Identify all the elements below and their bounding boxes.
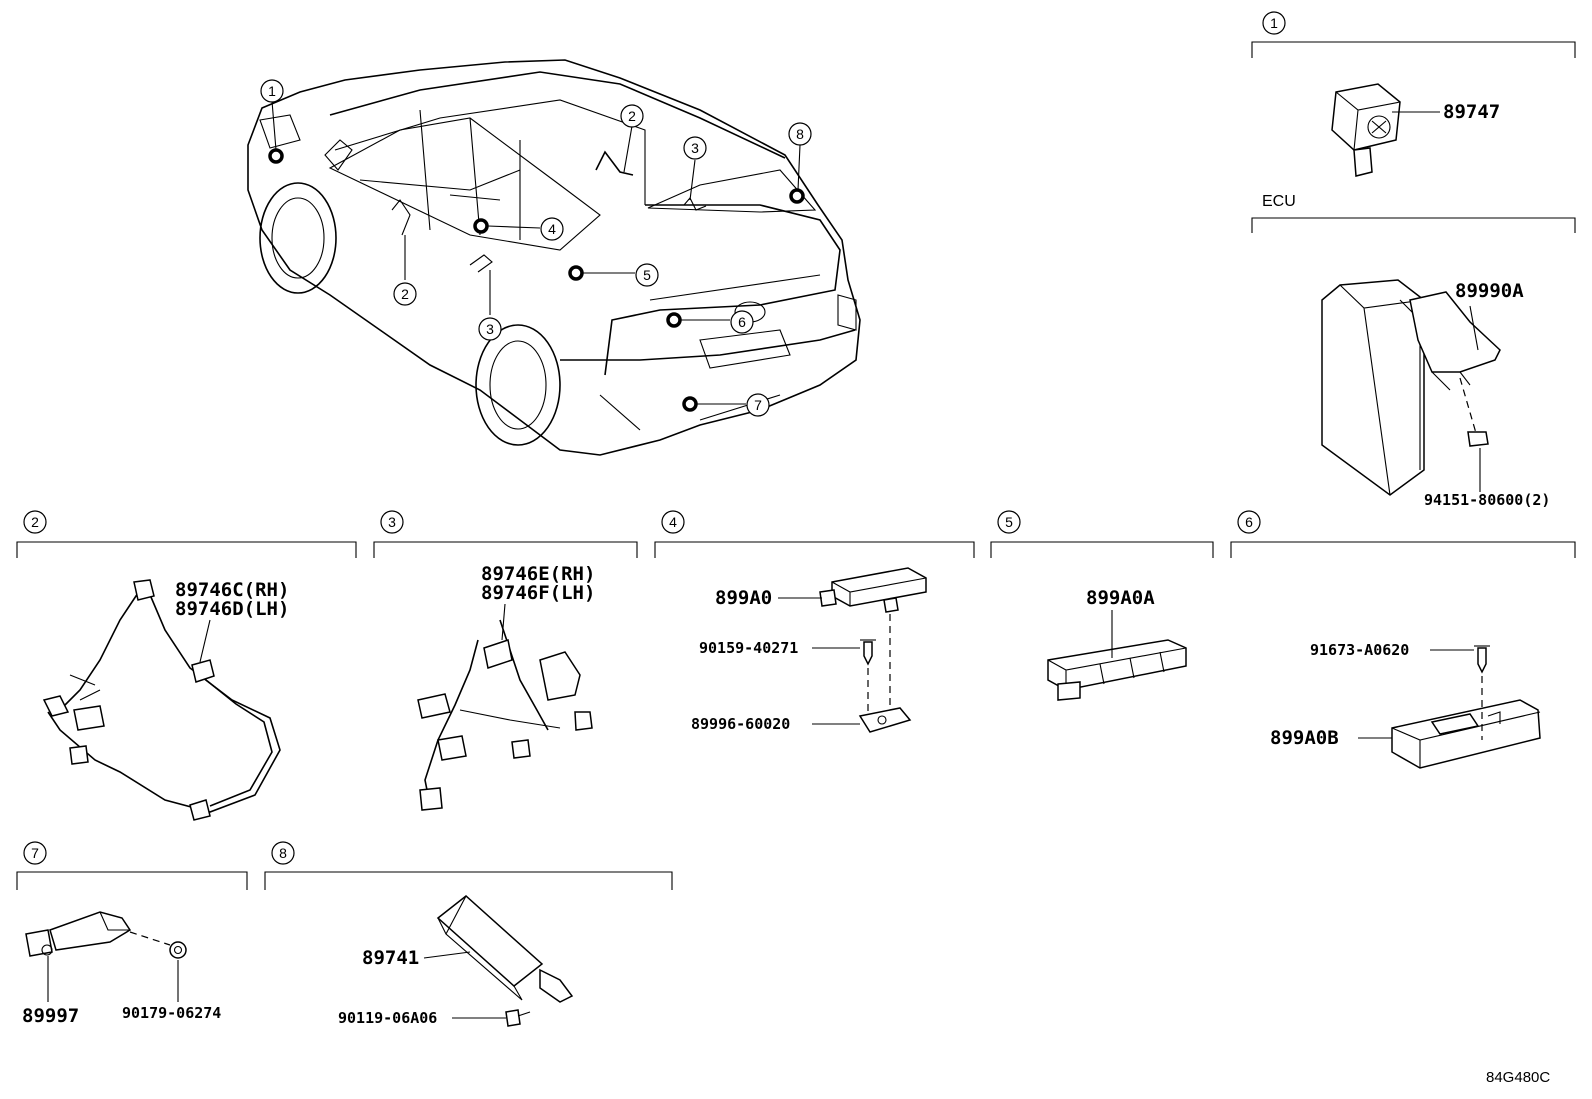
section-header-7: 7	[23, 841, 47, 865]
part-label-899A0: 899A0	[715, 587, 772, 609]
section-header-8: 8	[271, 841, 295, 865]
part-label-89746E: 89746E(RH)	[481, 563, 595, 585]
section-header-4: 4	[661, 510, 685, 534]
vehicle-callout-5: 5	[635, 263, 659, 287]
section-header-3: 3	[380, 510, 404, 534]
marker-8-dot	[789, 188, 805, 204]
svg-text:5: 5	[1005, 514, 1013, 530]
svg-text:2: 2	[31, 514, 39, 530]
vehicle-callout-6: 6	[730, 310, 754, 334]
svg-text:1: 1	[1270, 15, 1278, 31]
svg-text:2: 2	[401, 286, 409, 302]
svg-text:6: 6	[1245, 514, 1253, 530]
svg-text:3: 3	[486, 321, 494, 337]
svg-text:6: 6	[738, 314, 746, 330]
part-label-89746D: 89746D(LH)	[175, 598, 289, 620]
vehicle-markers	[268, 148, 805, 412]
part-89746E-F-drawing	[417, 619, 593, 811]
part-89990A-ecu-drawing	[1321, 279, 1501, 496]
svg-text:4: 4	[669, 514, 677, 530]
drawing-code: 84G480C	[1486, 1069, 1550, 1086]
section-header-1: 1	[1262, 11, 1286, 35]
svg-text:5: 5	[643, 267, 651, 283]
svg-text:8: 8	[796, 126, 804, 142]
marker-5-dot	[568, 265, 584, 281]
section-header-6: 6	[1237, 510, 1261, 534]
part-89746C-D-drawing	[42, 579, 281, 821]
section-header-2: 2	[23, 510, 47, 534]
part-label-90179-06274: 90179-06274	[122, 1004, 221, 1022]
part-label-90119-06A06: 90119-06A06	[338, 1009, 437, 1027]
svg-text:1: 1	[268, 83, 276, 99]
part-label-89990A: 89990A	[1455, 280, 1524, 302]
marker-6-dot	[666, 312, 682, 328]
svg-text:8: 8	[279, 845, 287, 861]
vehicle-callout-7: 7	[746, 393, 770, 417]
marker-4-dot	[473, 218, 489, 234]
part-label-89741: 89741	[362, 947, 419, 969]
svg-text:7: 7	[31, 845, 39, 861]
part-label-89747: 89747	[1443, 101, 1500, 123]
vehicle-callout-2-roof: 2	[620, 104, 644, 128]
part-label-899A0A: 899A0A	[1086, 587, 1155, 609]
svg-text:3: 3	[388, 514, 396, 530]
part-label-899A0B: 899A0B	[1270, 727, 1339, 749]
part-89997-drawing	[25, 911, 187, 1002]
vehicle-callout-4: 4	[540, 217, 564, 241]
vehicle-callout-8: 8	[788, 122, 812, 146]
part-label-91673-A0620: 91673-A0620	[1310, 641, 1409, 659]
part-label-94151-80600: 94151-80600(2)	[1424, 491, 1550, 509]
svg-text:4: 4	[548, 221, 556, 237]
part-89741-drawing	[423, 895, 574, 1027]
marker-1-dot	[268, 148, 284, 164]
part-label-89746F: 89746F(LH)	[481, 582, 595, 604]
part-899A0A-drawing	[1047, 610, 1187, 701]
part-label-89996-60020: 89996-60020	[691, 715, 790, 733]
vehicle-callout-2-door: 2	[393, 282, 417, 306]
svg-text:3: 3	[691, 140, 699, 156]
part-label-90159-40271: 90159-40271	[699, 639, 798, 657]
part-label-89746C: 89746C(RH)	[175, 579, 289, 601]
svg-text:7: 7	[754, 397, 762, 413]
svg-text:2: 2	[628, 108, 636, 124]
section-header-5: 5	[997, 510, 1021, 534]
vehicle-callout-3-door: 3	[478, 317, 502, 341]
vehicle-callout-3-roof: 3	[683, 136, 707, 160]
part-899A0B-drawing	[1358, 645, 1541, 769]
part-label-89997: 89997	[22, 1005, 79, 1027]
marker-7-dot	[682, 396, 698, 412]
section-brackets	[16, 41, 1576, 890]
part-899A0-drawing	[778, 567, 927, 733]
vehicle-callout-1: 1	[260, 79, 284, 103]
vehicle-illustration	[247, 59, 861, 456]
part-89747-drawing	[1331, 83, 1440, 177]
ecu-section-label: ECU	[1262, 193, 1296, 210]
